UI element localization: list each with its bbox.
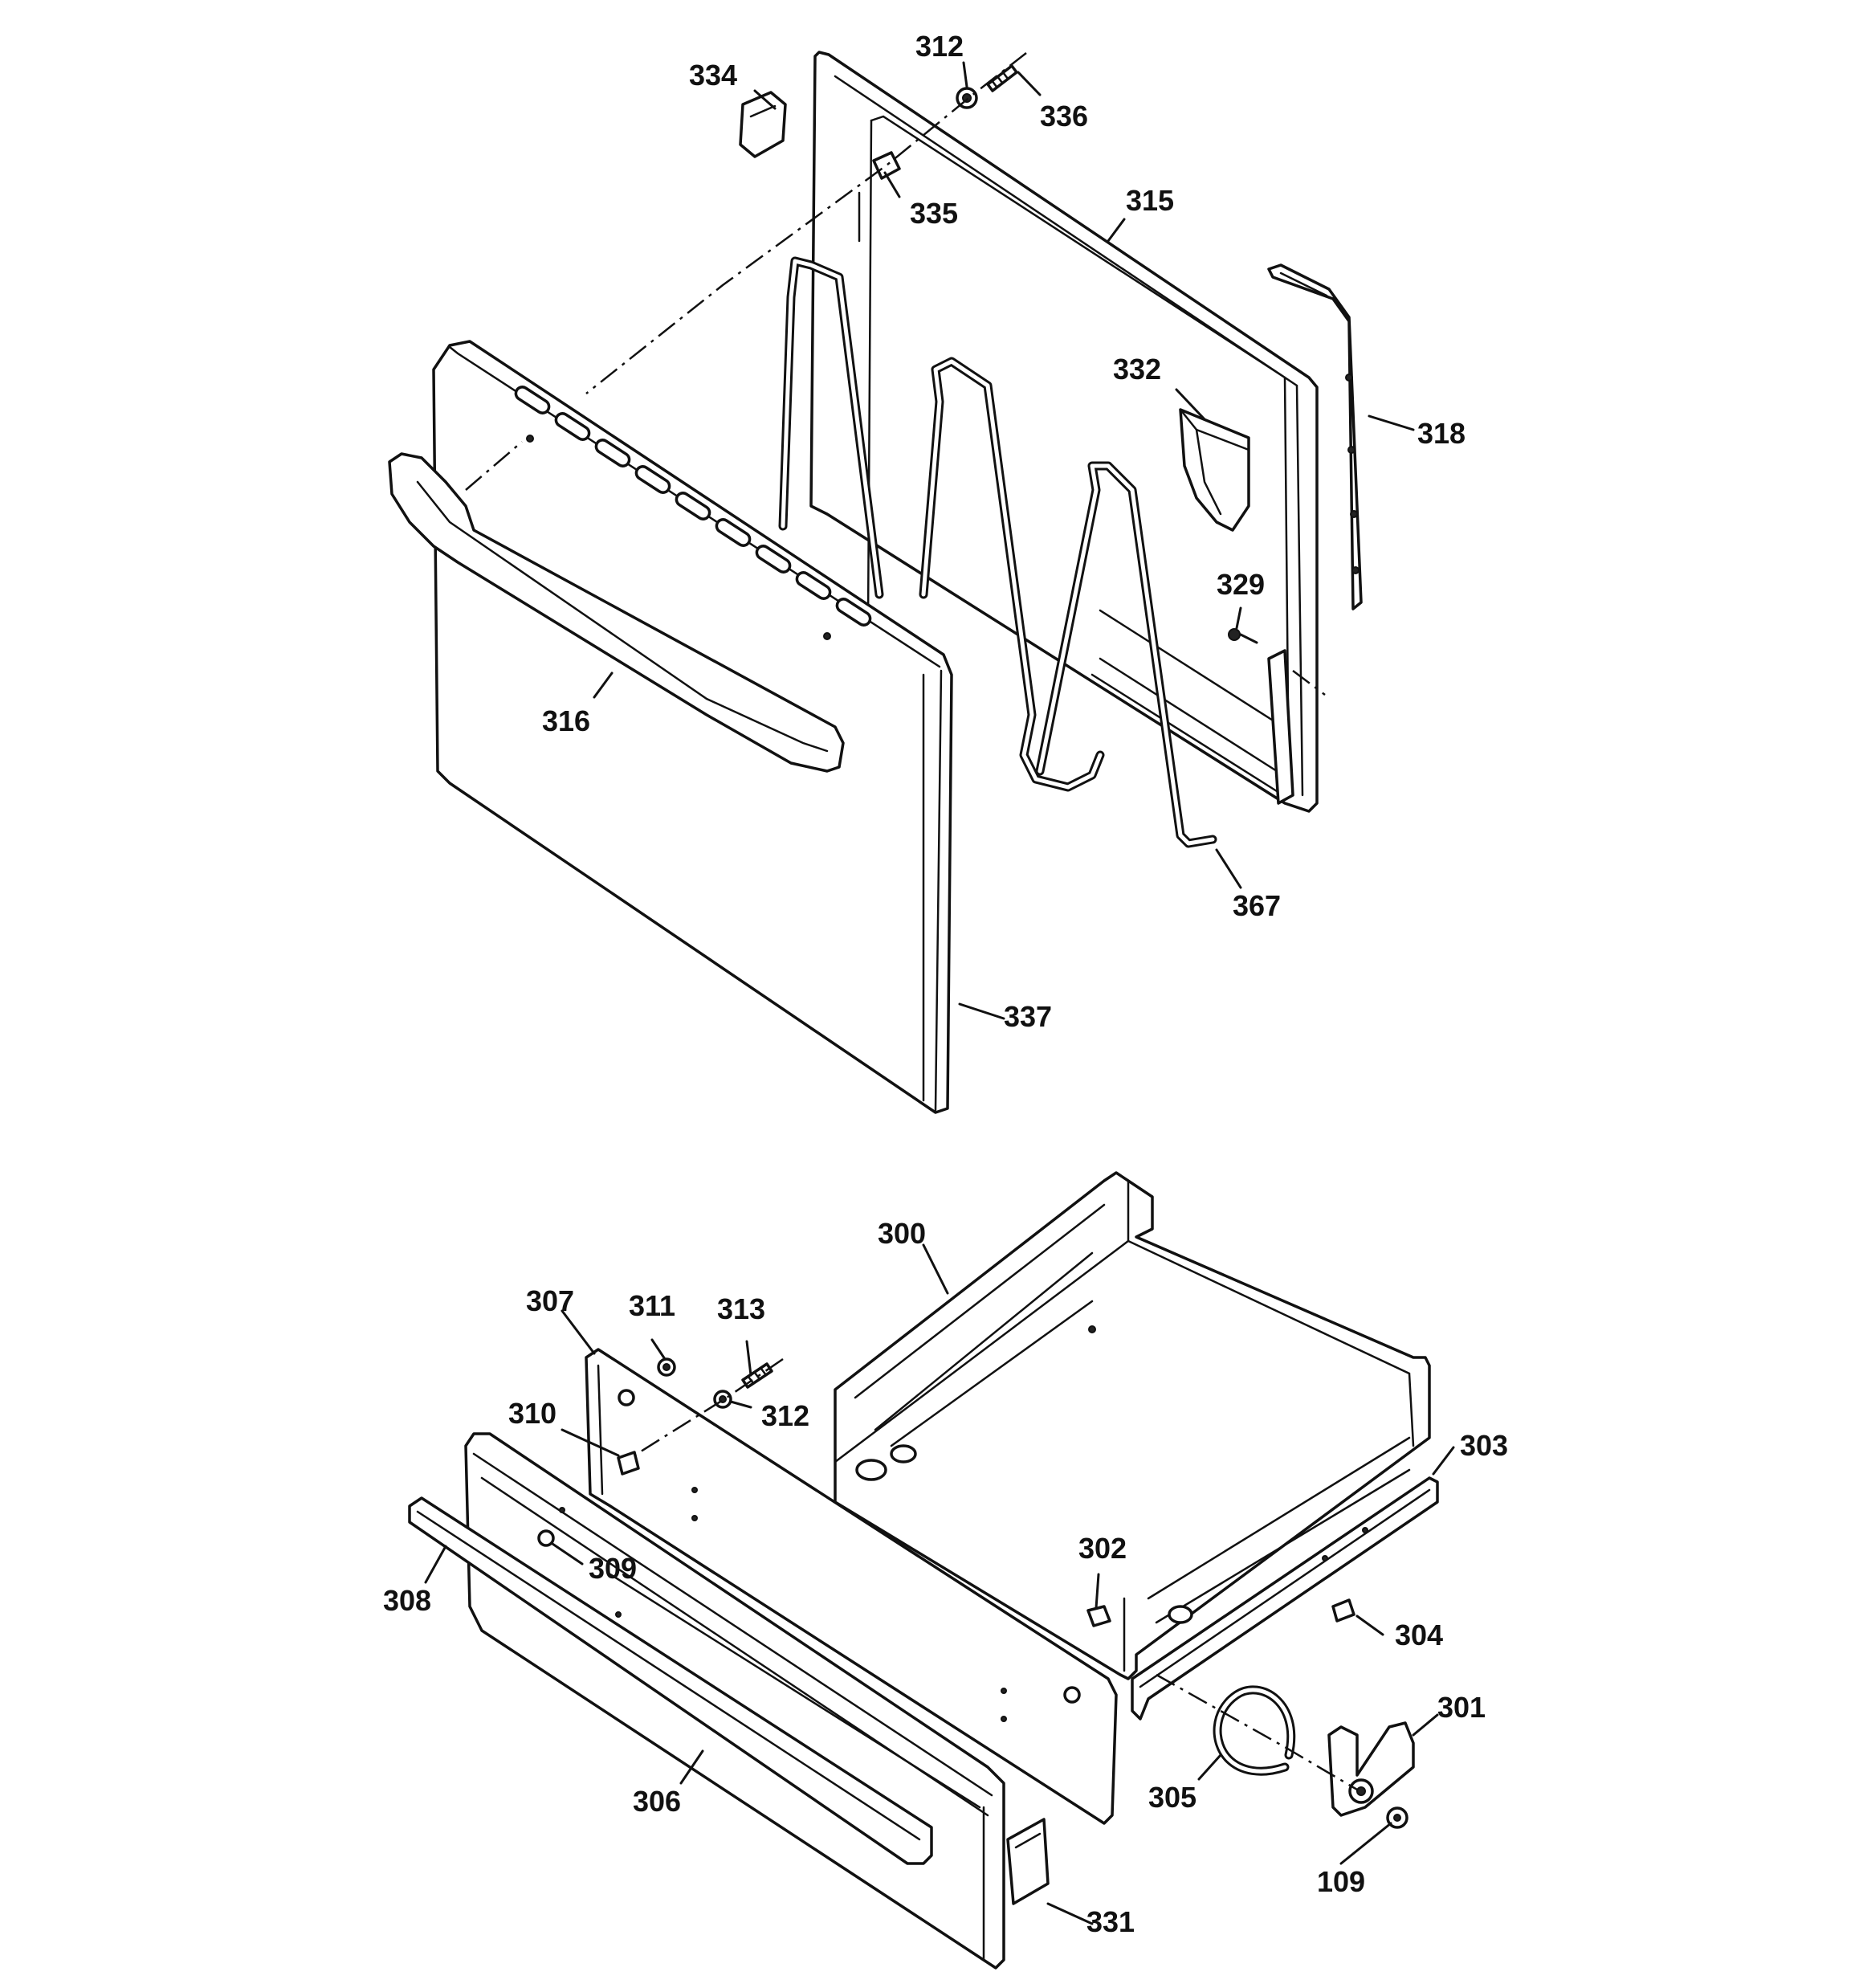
label-367: 367 [1233, 889, 1281, 922]
rack-support-wires-367 [778, 256, 1217, 848]
stud-302 [1086, 1605, 1111, 1627]
label-331: 331 [1086, 1905, 1135, 1938]
nut-311 [657, 1357, 676, 1377]
label-335: 335 [910, 197, 958, 230]
drawer-inner-panel-307 [585, 1348, 1118, 1825]
clip-334 [739, 91, 787, 158]
label-312-bottom: 312 [761, 1399, 809, 1432]
screw-336 [986, 64, 1018, 92]
bracket-331 [1006, 1818, 1050, 1905]
drawer-body-300 [834, 1171, 1431, 1680]
label-318: 318 [1417, 417, 1466, 450]
label-316: 316 [542, 704, 590, 737]
label-307: 307 [526, 1284, 574, 1317]
label-336: 336 [1040, 100, 1088, 133]
label-309: 309 [589, 1552, 637, 1585]
door-handle-316 [388, 441, 845, 773]
bracket-335 [872, 151, 901, 180]
screw-329 [1228, 628, 1258, 644]
label-329: 329 [1217, 568, 1265, 601]
hinge-channel [1090, 609, 1326, 805]
label-300: 300 [878, 1217, 926, 1250]
label-303: 303 [1460, 1429, 1508, 1462]
retaining-ring-305 [1213, 1685, 1296, 1776]
label-334: 334 [689, 59, 737, 92]
label-311: 311 [629, 1289, 675, 1322]
insulation-332 [1179, 408, 1250, 532]
slide-rail-303 [1131, 1476, 1439, 1721]
washer-312-bottom [713, 1390, 732, 1409]
label-337: 337 [1004, 1000, 1052, 1033]
side-trim-318 [1267, 263, 1363, 610]
label-308: 308 [383, 1584, 431, 1617]
label-312-top: 312 [915, 30, 964, 63]
alignment-line-top [585, 52, 1027, 394]
drawer-trim-308 [408, 1496, 933, 1865]
label-332: 332 [1113, 353, 1161, 386]
part-labels: 312 334 336 335 315 332 318 329 316 367 … [383, 30, 1508, 1938]
vent-slots [514, 386, 872, 640]
label-301: 301 [1437, 1691, 1486, 1724]
label-306: 306 [633, 1785, 681, 1818]
label-109: 109 [1317, 1865, 1365, 1898]
alignment-line-screws [634, 1357, 784, 1457]
label-302: 302 [1078, 1532, 1127, 1565]
bracket-301 [1327, 1721, 1415, 1817]
alignment-line-drawer [1156, 1673, 1358, 1791]
inner-door-panel-315 [809, 51, 1319, 813]
label-304: 304 [1395, 1619, 1443, 1651]
nut-109 [1386, 1806, 1408, 1829]
label-305: 305 [1148, 1781, 1196, 1814]
outer-door-panel-337 [432, 340, 953, 1114]
clip-310 [617, 1451, 640, 1476]
label-315: 315 [1126, 184, 1174, 217]
label-313: 313 [717, 1292, 765, 1325]
label-310: 310 [508, 1397, 556, 1430]
leader-lines [424, 61, 1455, 1925]
clip-304 [1331, 1598, 1355, 1623]
